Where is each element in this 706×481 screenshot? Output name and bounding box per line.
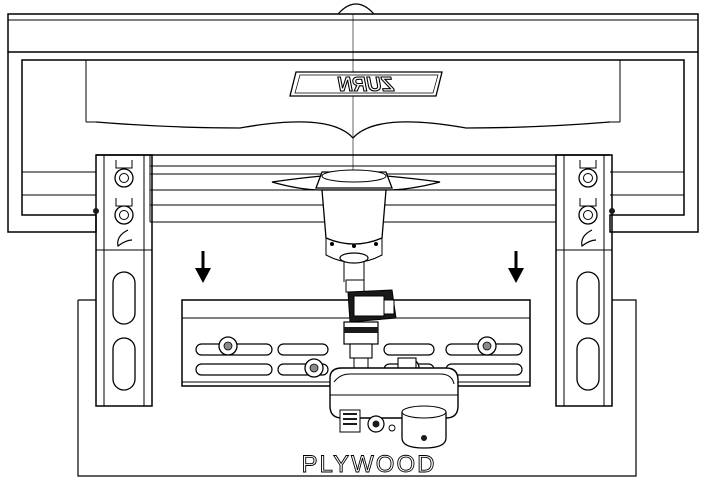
- right-mounting-bracket: [555, 154, 615, 407]
- down-arrow-icon: [508, 251, 524, 283]
- brand-logo-text: ZURN: [338, 74, 395, 96]
- spud-body: [321, 169, 387, 282]
- zurn-logo: ZURN: [289, 71, 443, 97]
- down-arrow-icon: [195, 251, 211, 283]
- fixture-body: [7, 3, 699, 233]
- plywood-panel: [77, 299, 637, 477]
- plywood-label: PLYWOOD: [302, 451, 437, 478]
- left-mounting-bracket: [93, 154, 153, 407]
- sensor-module: [329, 357, 459, 449]
- flush-valve-coupling: [343, 279, 397, 378]
